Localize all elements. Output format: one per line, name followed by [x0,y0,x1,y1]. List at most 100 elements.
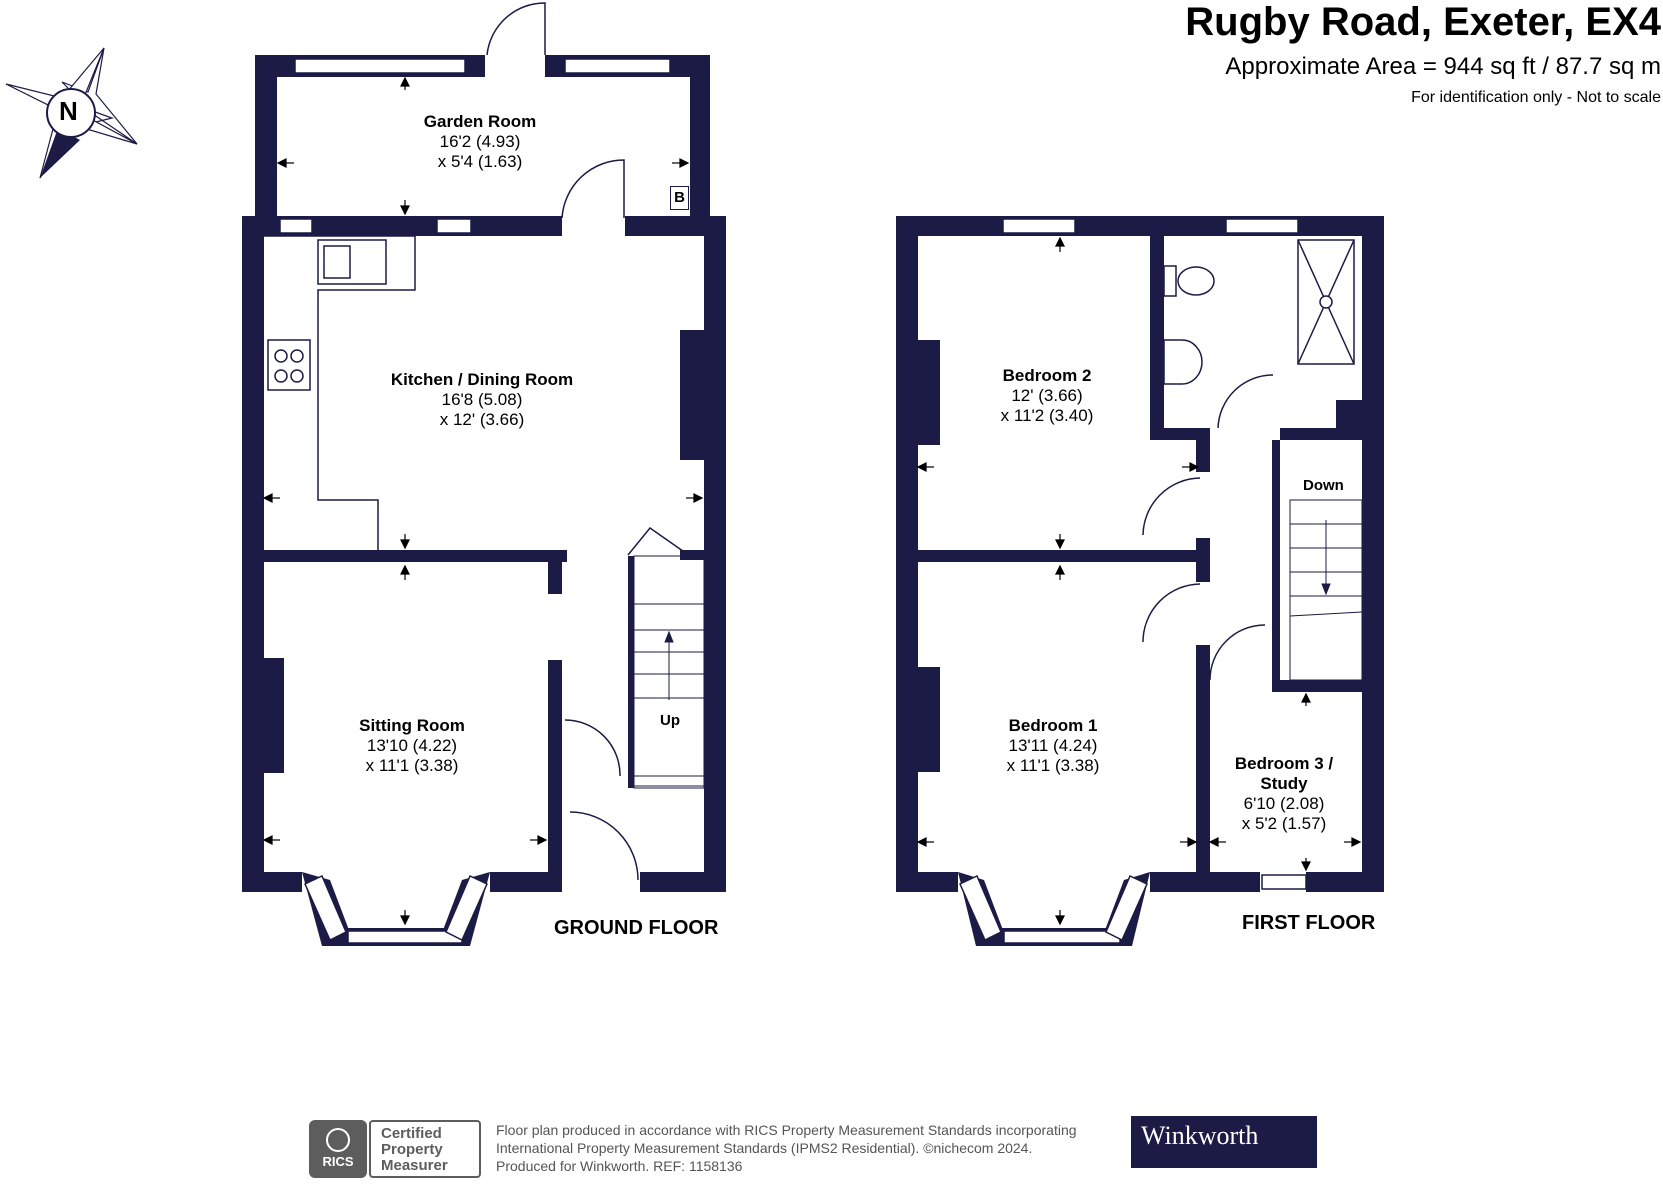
wall [1362,216,1384,892]
window [1105,874,1148,942]
staircase [633,555,705,787]
room-name: Bedroom 2 [1002,366,1092,385]
ground-floor-label: GROUND FLOOR [554,917,719,939]
wall [1196,645,1210,872]
room-dimension: x 11'2 (3.40) [1000,406,1094,425]
cert-line: Measurer [381,1157,448,1174]
wall [242,216,562,236]
room-name: Bedroom 3 / [1234,754,1334,773]
kitchen-sink [317,239,387,285]
sink-bowl [323,245,351,279]
window [294,58,466,74]
wall [1272,440,1280,680]
room-garden-room: Garden Room 16'2 (4.93) x 5'4 (1.63) [424,112,536,172]
cert-line: Property [381,1141,443,1158]
footer-line: Produced for Winkworth. REF: 1158136 [496,1158,743,1174]
room-bedroom-1: Bedroom 1 13'11 (4.24) x 11'1 (3.38) [1007,716,1100,776]
room-dimension: x 11'1 (3.38) [1006,756,1100,775]
wall [255,55,277,218]
room-dimension: 12' (3.66) [1011,386,1083,405]
rics-badge-text: RICS [322,1154,354,1169]
wall [640,872,726,892]
room-name: Bedroom 1 [1008,716,1098,735]
window [1003,930,1121,944]
wall [690,55,710,218]
door-swing [1142,583,1201,643]
room-bedroom-2: Bedroom 2 12' (3.66) x 11'2 (3.40) [1001,366,1094,426]
property-title: Rugby Road, Exeter, EX4 [1185,0,1661,44]
window [959,874,1002,942]
door-swing [564,719,621,777]
wall [628,556,634,788]
wall [680,550,726,560]
wall [896,872,958,892]
chimney-breast [918,667,940,772]
compass-north-label: N [59,96,78,126]
shower-tray [1297,239,1355,365]
wall [625,216,725,236]
wall [1150,236,1164,440]
door-swing [1209,624,1266,681]
wall [1280,428,1340,440]
wall [896,216,1382,236]
wall [918,550,1208,562]
room-dimension: x 5'4 (1.63) [437,152,523,171]
windows [279,58,1307,944]
footer-line: Floor plan produced in accordance with R… [496,1122,1077,1138]
fixtures [264,235,1355,550]
room-sitting-room: Sitting Room 13'10 (4.22) x 11'1 (3.38) [359,716,465,776]
toilet-cistern [1163,265,1177,297]
chimney-breast [918,340,940,445]
wall [1150,428,1210,440]
window [445,874,488,942]
room-bedroom-3-study: Bedroom 3 / Study 6'10 (2.08) x 5'2 (1.5… [1235,754,1333,834]
wall [1336,400,1362,440]
rics-lion-icon [326,1128,350,1152]
doors [486,2,1274,881]
window [304,874,347,942]
identification-note: For identification only - Not to scale [1411,89,1661,106]
window [347,930,463,944]
first-floor-label: FIRST FLOOR [1242,912,1376,934]
room-name-line-2: Study [1260,774,1308,793]
window [564,58,671,74]
window [279,218,313,234]
room-dimension: 13'10 (4.22) [366,736,458,755]
chimney-breast [680,330,706,460]
staircase [1289,499,1363,681]
wall [548,660,562,872]
certified-property-measurer-badge: Certified Property Measurer [369,1120,481,1178]
wall [242,872,302,892]
stairs-up-label: Up [660,712,680,729]
room-dimension: 16'8 (5.08) [441,390,523,409]
room-name: Garden Room [423,112,537,131]
window [1261,874,1307,890]
room-dimension: 16'2 (4.93) [439,132,521,151]
stairs [633,499,1363,789]
dimension-arrows [262,76,1362,926]
wall [242,550,567,562]
wall [1210,872,1260,892]
chimney-breast [262,658,284,773]
wall [1306,872,1384,892]
boiler-label: B [670,186,689,210]
wall [1196,440,1210,472]
door-swing [627,526,691,557]
door-swing [569,811,639,881]
wall [1272,680,1362,692]
wall [1196,538,1210,582]
walls [242,55,1384,946]
room-name: Kitchen / Dining Room [390,370,574,389]
footer-line: International Property Measurement Stand… [496,1140,1033,1156]
washbasin [1163,339,1203,385]
room-dimension: 6'10 (2.08) [1243,794,1325,813]
compass-rose-icon [5,47,138,179]
cert-line: Certified [381,1125,442,1142]
room-name: Sitting Room [359,716,465,735]
window [436,218,472,234]
rics-logo: RICS [309,1120,367,1178]
footer-disclaimer: Floor plan produced in accordance with R… [496,1121,1077,1175]
room-dimension: x 11'1 (3.38) [365,756,459,775]
